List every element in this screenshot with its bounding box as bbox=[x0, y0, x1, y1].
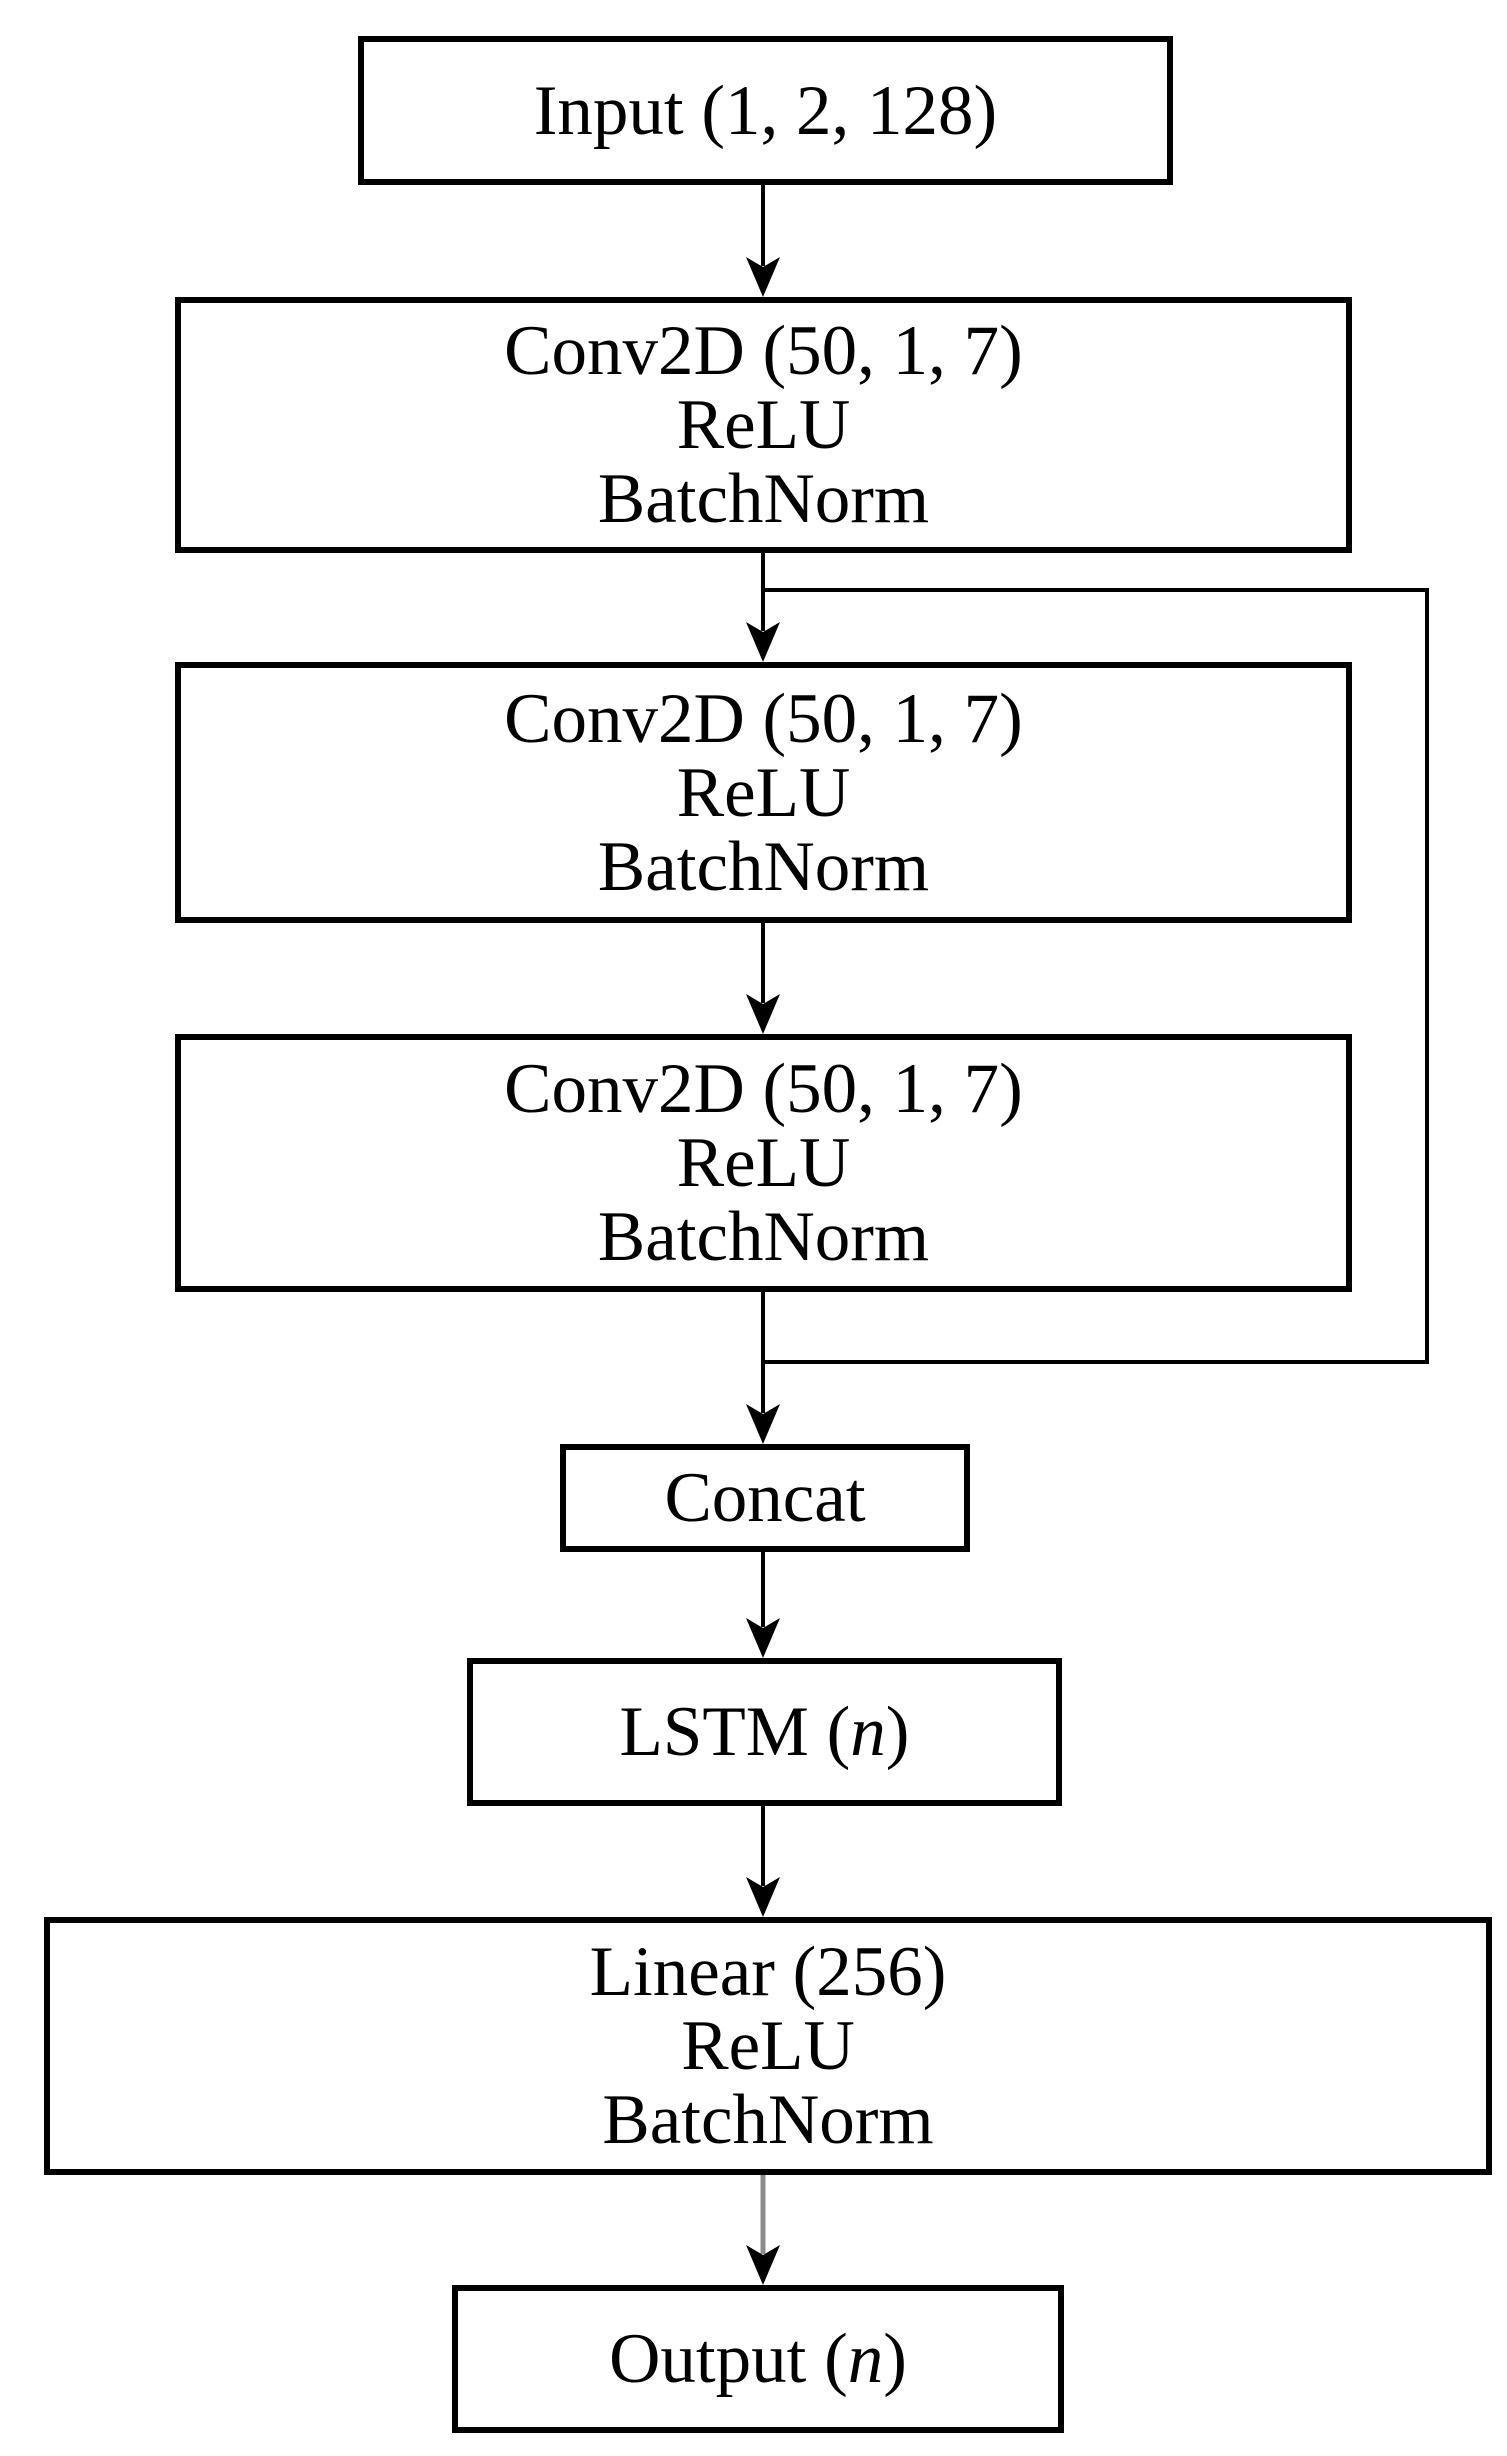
node-lstm-label: LSTM (n) bbox=[619, 1693, 910, 1771]
arrowhead-concat-to-lstm bbox=[746, 1618, 780, 1658]
node-conv2d-1: Conv2D (50, 1, 7) ReLU BatchNorm bbox=[175, 297, 1352, 553]
node-input: Input (1, 2, 128) bbox=[358, 36, 1173, 185]
node-conv2d-1-line3: BatchNorm bbox=[597, 460, 930, 538]
arrowhead-lstm-to-linear bbox=[746, 1877, 780, 1917]
node-conv2d-2-line3: BatchNorm bbox=[597, 827, 930, 906]
node-linear: Linear (256) ReLU BatchNorm bbox=[44, 1917, 1492, 2175]
arrowhead-conv1-to-conv2 bbox=[746, 622, 780, 662]
node-input-label: Input (1, 2, 128) bbox=[533, 71, 998, 150]
node-linear-line2: ReLU bbox=[681, 2007, 855, 2085]
node-lstm: LSTM (n) bbox=[467, 1658, 1062, 1806]
node-conv2d-3: Conv2D (50, 1, 7) ReLU BatchNorm bbox=[175, 1034, 1352, 1292]
node-linear-line1: Linear (256) bbox=[589, 1933, 947, 2011]
node-linear-line3: BatchNorm bbox=[602, 2081, 934, 2159]
node-conv2d-3-line3: BatchNorm bbox=[597, 1198, 930, 1276]
node-conv2d-3-line2: ReLU bbox=[676, 1124, 851, 1202]
node-output: Output (n) bbox=[452, 2285, 1064, 2433]
lstm-units-variable: n bbox=[850, 1693, 886, 1771]
node-conv2d-2-line1: Conv2D (50, 1, 7) bbox=[504, 679, 1023, 758]
arrowhead-input-to-conv1 bbox=[746, 257, 780, 297]
output-size-variable: n bbox=[847, 2320, 884, 2398]
node-output-label: Output (n) bbox=[609, 2320, 907, 2398]
node-conv2d-1-line2: ReLU bbox=[676, 386, 851, 464]
arrowhead-linear-to-output bbox=[746, 2245, 780, 2285]
skip-connection-line bbox=[763, 588, 1429, 1364]
arrowhead-conv2-to-conv3 bbox=[746, 994, 780, 1034]
node-conv2d-1-line1: Conv2D (50, 1, 7) bbox=[504, 312, 1023, 390]
node-conv2d-2-line2: ReLU bbox=[676, 753, 851, 832]
node-concat: Concat bbox=[560, 1444, 970, 1552]
node-conv2d-2: Conv2D (50, 1, 7) ReLU BatchNorm bbox=[175, 662, 1352, 923]
node-conv2d-3-line1: Conv2D (50, 1, 7) bbox=[504, 1050, 1023, 1128]
node-concat-label: Concat bbox=[664, 1459, 866, 1537]
arrowhead-conv3-to-concat bbox=[746, 1404, 780, 1444]
